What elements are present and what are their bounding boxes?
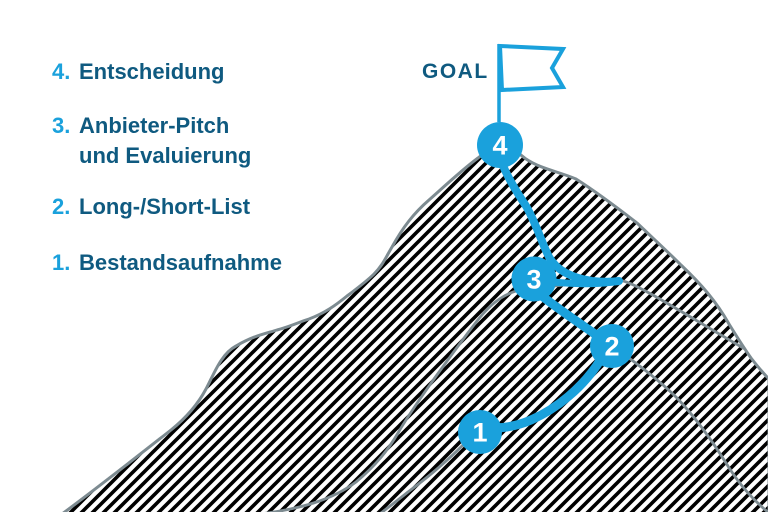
goal-flag-icon (497, 43, 567, 93)
route-marker-4-label: 4 (492, 130, 507, 160)
route-segment-2-to-1 (489, 354, 606, 433)
legend-item-2-label: Long-/Short-List (79, 194, 251, 219)
legend-item-2-long-short-list: 2. Long-/Short-List (52, 192, 250, 222)
legend-item-4-label: Entscheidung (79, 59, 225, 84)
route-switchback-to-3 (548, 277, 623, 288)
legend-item-3-number: 3. (52, 113, 71, 138)
route-marker-3: 3 (511, 256, 557, 302)
legend-item-4-entscheidung: 4. Entscheidung (52, 57, 224, 87)
route-marker-2: 2 (590, 324, 634, 368)
trail-below-marker-2 (611, 344, 768, 512)
legend-item-2-number: 2. (52, 194, 71, 219)
legend-item-1-label: Bestandsaufnahme (79, 250, 282, 275)
route-marker-1-label: 1 (472, 417, 487, 447)
mountain-silhouette (62, 141, 768, 512)
legend-item-3-label: Anbieter-Pitch und Evaluierung (79, 113, 252, 168)
route-marker-3-label: 3 (526, 264, 541, 294)
legend-item-4-number: 4. (52, 59, 71, 84)
legend-item-3-anbieter-pitch: 3. Anbieter-Pitch und Evaluierung (52, 111, 251, 171)
goal-caption: GOAL (422, 60, 489, 83)
route-marker-2-label: 2 (604, 331, 619, 361)
trail-below-marker-1 (380, 443, 465, 512)
legend-item-1-bestandsaufnahme: 1. Bestandsaufnahme (52, 248, 282, 278)
legend-item-1-number: 1. (52, 250, 71, 275)
ridge-line-upper (264, 278, 746, 512)
route-marker-1: 1 (458, 410, 502, 454)
route-marker-4: 4 (477, 122, 523, 168)
